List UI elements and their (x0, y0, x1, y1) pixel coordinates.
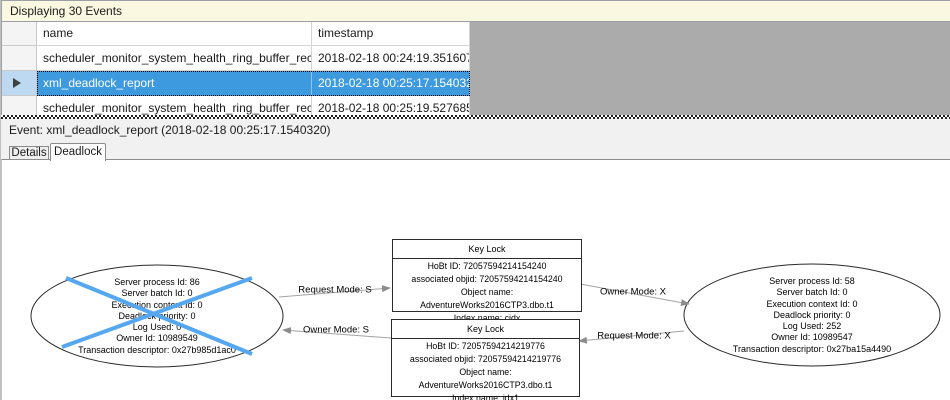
process-node-victim-text: Server process Id: 86 Server batch Id: 0… (78, 277, 236, 355)
column-header-timestamp[interactable]: timestamp (312, 22, 470, 46)
tab-details[interactable]: Details (9, 146, 49, 160)
event-name-cell[interactable]: xml_deadlock_report (37, 71, 312, 96)
event-timestamp-cell[interactable]: 2018-02-18 00:25:19.5276859 (312, 96, 470, 115)
grid-header-row: name timestamp (2, 22, 470, 46)
process-node-right-ellipse (683, 263, 941, 367)
edge-label-request-mode-s: Request Mode: S (298, 284, 372, 296)
table-row-selected[interactable]: xml_deadlock_report 2018-02-18 00:25:17.… (2, 71, 470, 96)
edge-label-request-mode-x: Request Mode: X (597, 330, 671, 342)
resource-node-keylock-top: Key Lock HoBt ID: 72057594214154240 asso… (392, 239, 582, 323)
table-row[interactable]: scheduler_monitor_system_health_ring_buf… (2, 46, 470, 71)
details-tab-strip: Details Deadlock (1, 142, 950, 161)
resource-title: Key Lock (392, 320, 579, 339)
row-selector-header-cell (2, 22, 37, 46)
edge-request-s-line (278, 285, 391, 298)
process-node-right-text: Server process Id: 58 Server batch Id: 0… (732, 276, 892, 354)
selected-event-caption: Event: xml_deadlock_report (2018-02-18 0… (1, 119, 950, 142)
grid-details-splitter[interactable] (1, 115, 950, 119)
deadlock-graph-pane: Server process Id: 86 Server batch Id: 0… (1, 159, 950, 400)
row-selector-cell[interactable] (2, 46, 37, 71)
edge-request-x-line (578, 330, 685, 344)
current-row-arrow-icon (13, 78, 21, 88)
event-timestamp-cell[interactable]: 2018-02-18 00:24:19.3516078 (312, 46, 470, 71)
edge-owner-x-line (579, 283, 690, 306)
event-name-cell[interactable]: scheduler_monitor_system_health_ring_buf… (37, 96, 312, 115)
tab-deadlock[interactable]: Deadlock (50, 143, 106, 161)
events-grid[interactable]: name timestamp scheduler_monitor_system_… (1, 22, 950, 115)
edge-label-owner-mode-s: Owner Mode: S (303, 324, 369, 336)
row-selector-cell[interactable] (2, 96, 37, 115)
selected-event-label: Event: xml_deadlock_report (2018-02-18 0… (9, 123, 331, 137)
resource-node-keylock-bottom: Key Lock HoBt ID: 72057594214219776 asso… (391, 319, 580, 400)
resource-body: HoBt ID: 72057594214219776 associated ob… (409, 341, 562, 400)
resource-title: Key Lock (393, 240, 581, 259)
event-timestamp-cell[interactable]: 2018-02-18 00:25:17.1540320 (312, 71, 470, 96)
edge-label-owner-mode-x: Owner Mode: X (600, 286, 666, 298)
events-count-label: Displaying 30 Events (10, 4, 123, 18)
resource-body: HoBt ID: 72057594214154240 associated ob… (411, 261, 563, 323)
events-count-bar: Displaying 30 Events (1, 0, 950, 22)
event-name-cell[interactable]: scheduler_monitor_system_health_ring_buf… (37, 46, 312, 71)
edge-owner-s-line (282, 327, 392, 339)
table-row[interactable]: scheduler_monitor_system_health_ring_buf… (2, 96, 470, 115)
column-header-name[interactable]: name (37, 22, 312, 46)
row-selector-cell[interactable] (2, 71, 37, 96)
